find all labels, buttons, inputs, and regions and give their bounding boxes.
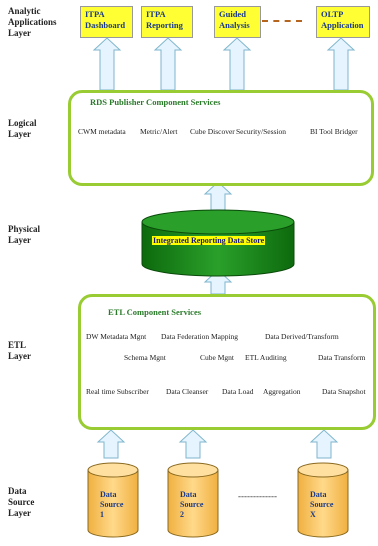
source-cylinders [87, 462, 349, 538]
data-source-1-label: Data Source 1 [100, 490, 124, 519]
etl-service-schema-mgnt: Schema Mgnt [124, 353, 166, 362]
source-cylinder-x [297, 462, 349, 538]
data-source-x-label: Data Source X [310, 490, 334, 519]
arrow-up-to-dashboard [92, 37, 122, 91]
etl-service-data-load: Data Load [222, 387, 254, 396]
layer-label-physical: Physical Layer [8, 224, 41, 245]
rds-publisher-panel [68, 90, 374, 186]
source-cylinder-2 [167, 462, 219, 538]
rds-service-bi-tool-bridger: BI Tool Bridger [310, 127, 358, 136]
source-cylinder-1 [87, 462, 139, 538]
arrow-up-source2-to-etl [178, 429, 208, 459]
apps-ellipsis-dashes [262, 20, 302, 22]
app-box-itpa-dashboard: ITPA Dashboard [80, 6, 133, 38]
app-box-oltp-application: OLTP Application [316, 6, 370, 38]
rds-service-security-session: Security/Session [236, 127, 286, 136]
app-box-itpa-reporting: ITPA Reporting [141, 6, 193, 38]
etl-service-data-snapshot: Data Snapshot [322, 387, 366, 396]
rds-service-cube-discover: Cube Discover [190, 127, 235, 136]
etl-service-cube-mgnt: Cube Mgnt [200, 353, 234, 362]
arrow-up-to-reporting [153, 37, 183, 91]
rds-service-metric-alert: Metric/Alert [140, 127, 178, 136]
arrow-up-source1-to-etl [96, 429, 126, 459]
rds-service-cwm-metadata: CWM metadata [78, 127, 126, 136]
layer-label-data-source: Data Source Layer [8, 486, 35, 518]
etl-panel-title: ETL Component Services [108, 307, 202, 317]
etl-service-etl-auditing: ETL Auditing [245, 353, 287, 362]
etl-service-real-time-subscriber: Real time Subscriber [86, 387, 149, 396]
etl-service-data-federation-mapping: Data Federation Mapping [161, 332, 239, 341]
arrow-up-sourcex-to-etl [309, 429, 339, 459]
store-cylinder [141, 209, 295, 277]
etl-service-data-cleanser: Data Cleanser [166, 387, 209, 396]
rds-panel-title: RDS Publisher Component Services [90, 97, 221, 107]
arrow-up-to-oltp [326, 37, 356, 91]
data-source-2-label: Data Source 2 [180, 490, 204, 519]
sources-ellipsis: ------------- [238, 491, 277, 501]
layer-label-analytic: Analytic Applications Layer [8, 6, 57, 38]
arrow-up-to-guided [222, 37, 252, 91]
arrow-up-store-to-logical [203, 181, 233, 211]
etl-service-data-derived-transform: Data Derived/Transform [265, 332, 339, 341]
store-label: Integrated Reporting Data Store [152, 236, 266, 245]
app-box-guided-analysis: Guided Analysis [214, 6, 261, 38]
etl-service-data-transform: Data Transform [318, 353, 366, 362]
etl-service-aggregation: Aggregation [263, 387, 301, 396]
etl-component-panel [78, 294, 376, 430]
layer-label-logical: Logical Layer [8, 118, 37, 139]
layer-label-etl: ETL Layer [8, 340, 31, 361]
etl-service-dw-metadata-mgnt: DW Metadata Mgnt [86, 332, 147, 341]
